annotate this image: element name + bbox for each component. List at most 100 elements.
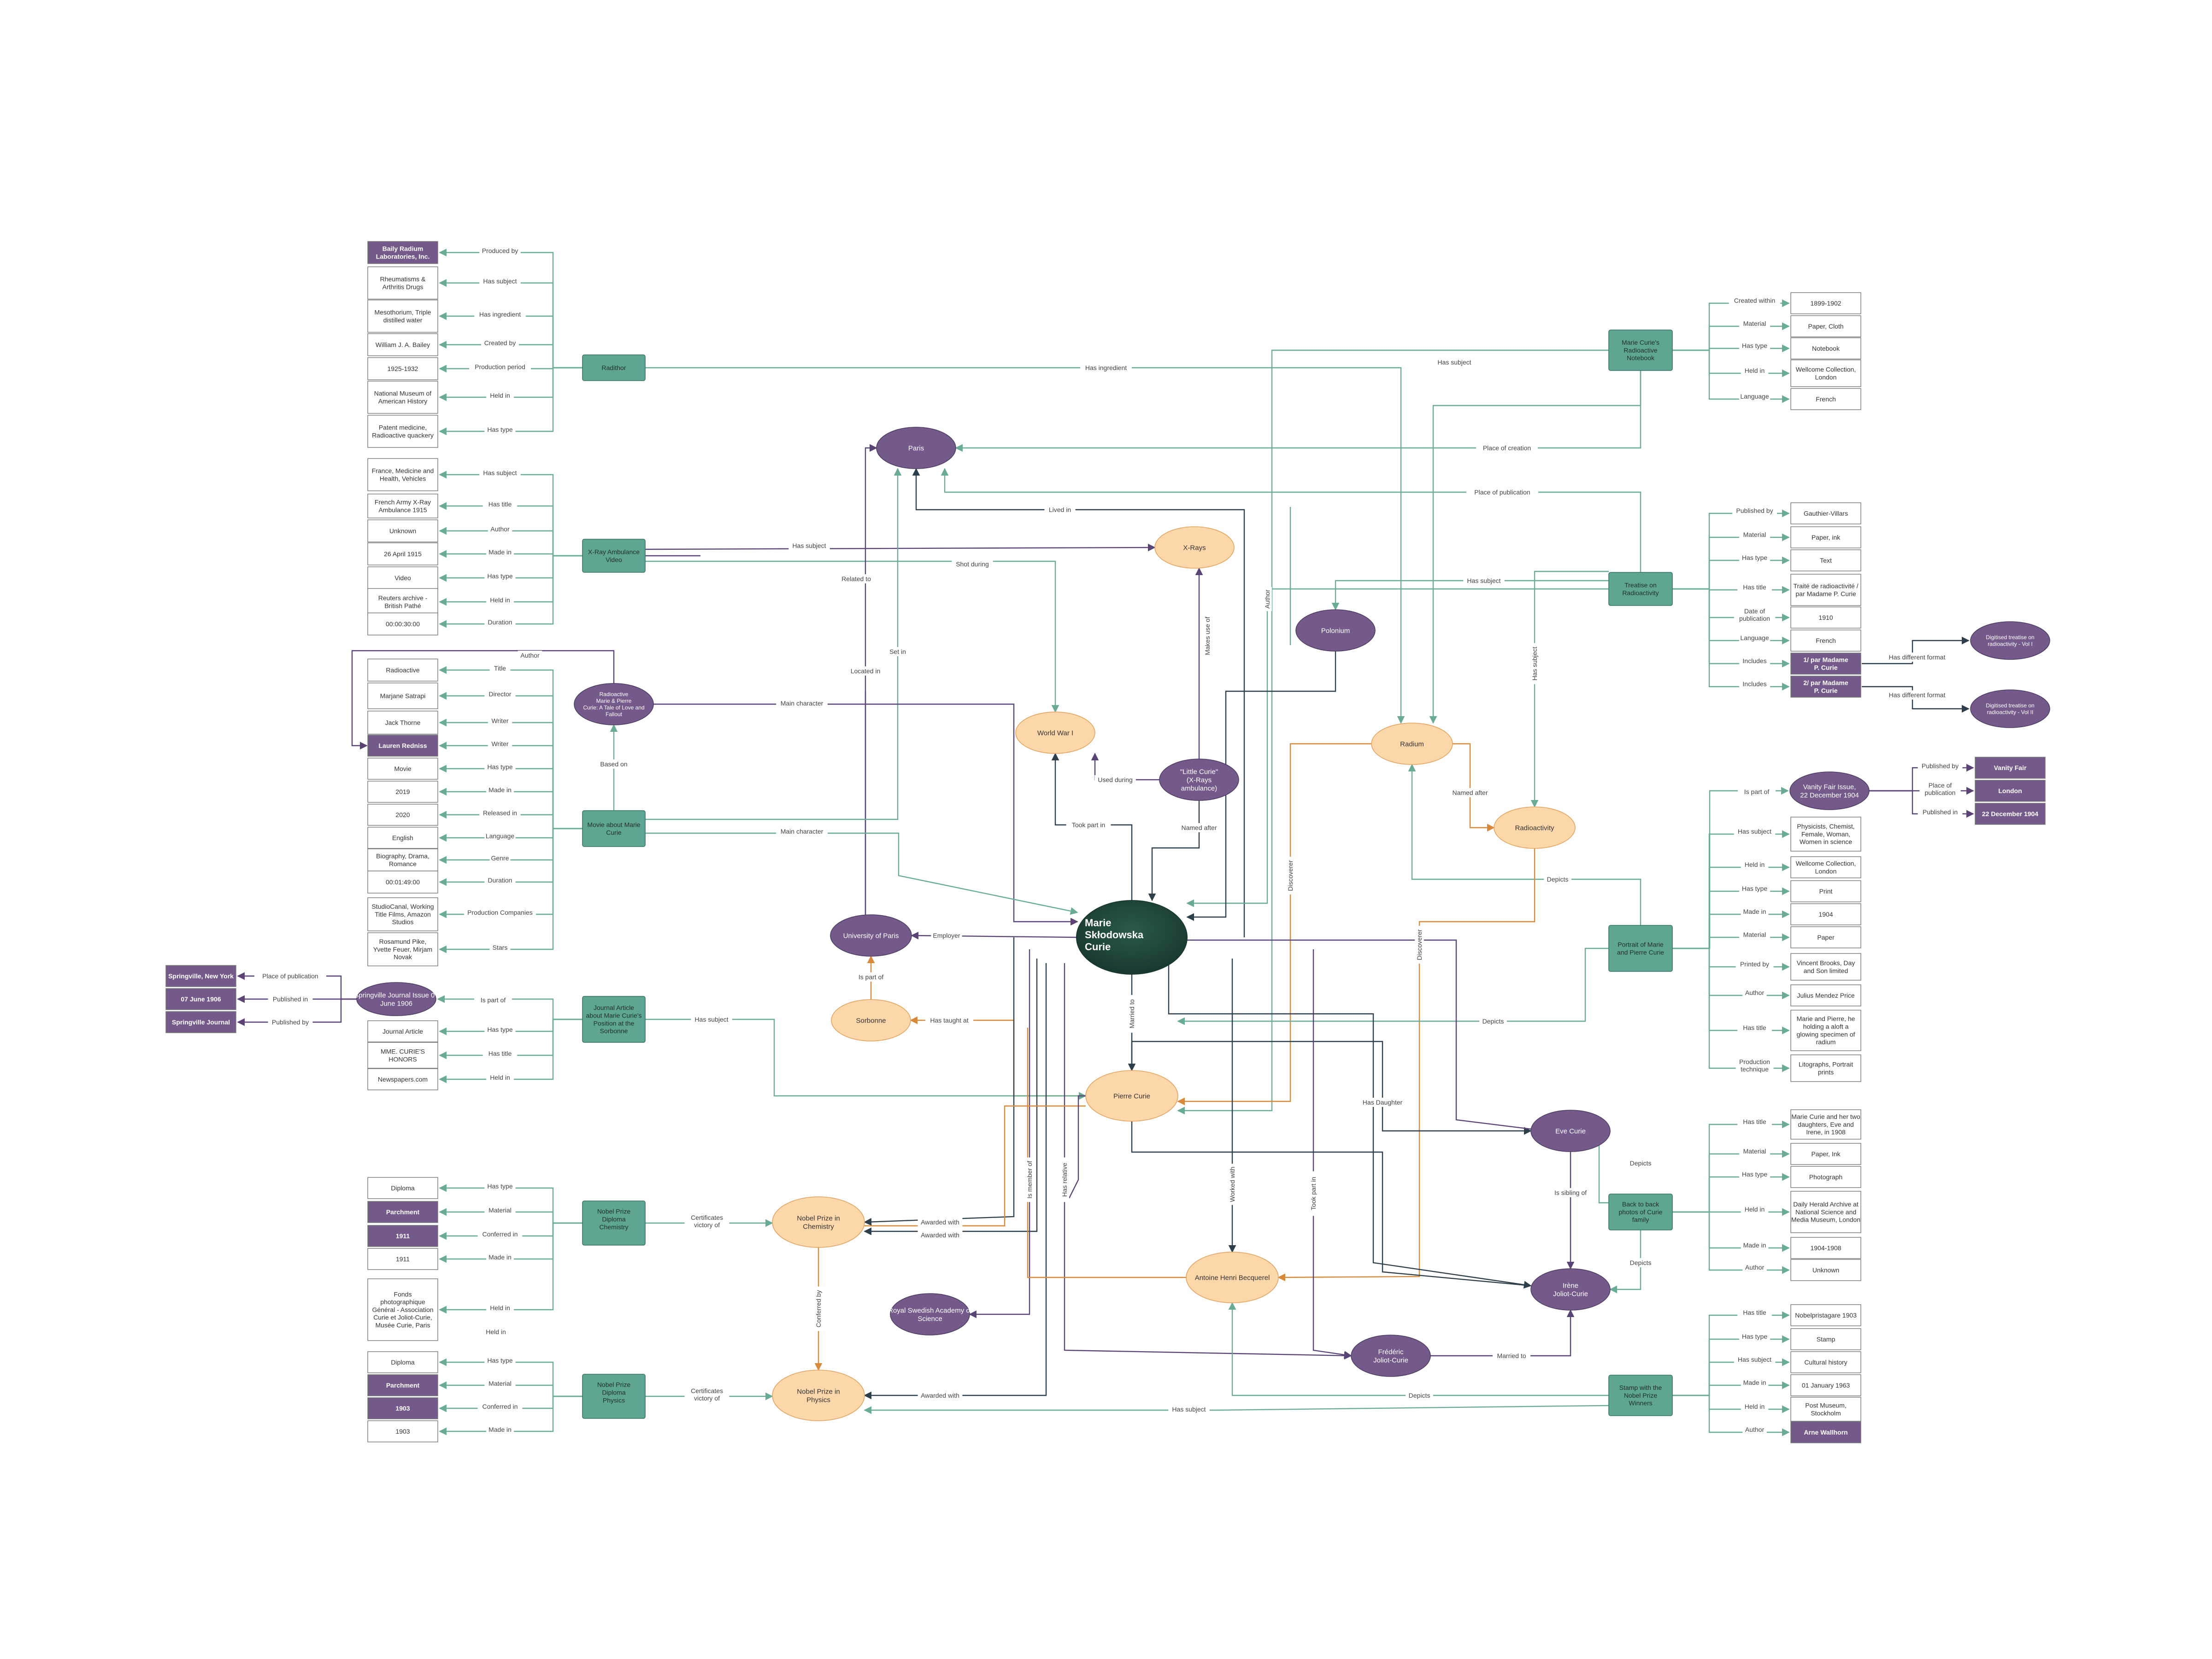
edge-label-e-ph-4: Held in (1741, 1205, 1769, 1214)
node-pierre[interactable]: Pierre Curie (1085, 1070, 1178, 1122)
attribute-box-ph-6: Unknown (1790, 1259, 1861, 1281)
edge-label-text: Awarded with (921, 1392, 959, 1399)
edge-label-e-tr-6: Language (1739, 633, 1771, 642)
edge-label-e-xv-3: Author (488, 524, 512, 534)
edge-label-e-rad-4: Created by (481, 338, 519, 347)
attribute-box-rect (367, 381, 438, 414)
node-eve[interactable]: Eve Curie (1530, 1110, 1611, 1152)
attribute-box-text: 1911 (396, 1232, 410, 1240)
edge-label-e-pt-6: Printed by (1735, 959, 1774, 969)
attribute-box-rect (1790, 984, 1861, 1006)
relationship-edge (645, 560, 1059, 713)
edge-label-text: Has subject (1437, 359, 1471, 366)
edge-label-text: Made in (488, 1426, 512, 1433)
node-becquerel[interactable]: Antoine Henri Becquerel (1186, 1252, 1279, 1303)
node-sorbonne[interactable]: Sorbonne (831, 999, 911, 1041)
attribute-edge (439, 555, 582, 628)
edge-label-text: Has title (1743, 583, 1766, 591)
attribute-box-rect (165, 988, 236, 1010)
node-shape (772, 1196, 865, 1248)
attribute-box-text: Print (1819, 888, 1833, 895)
edge-label-e-xv-5: Has type (484, 571, 516, 581)
attribute-box-text: Vanity Fair (1994, 764, 2027, 771)
edge-label-bg (1739, 392, 1771, 401)
node-vanity-issue[interactable]: Vanity Fair Issue,22 December 1904 (1789, 771, 1870, 810)
edge-label-e-main-char2: Main character (776, 827, 828, 836)
node-shape (582, 810, 646, 847)
edge-label-bg (1530, 643, 1539, 684)
edge-label-e-dc-5: Held in (486, 1303, 514, 1312)
relationship-edge (1408, 764, 1641, 925)
edge-label-e-dc-1: Has type (484, 1182, 516, 1191)
relationship-edge (1131, 1121, 1531, 1287)
attribute-box-rect (1790, 1191, 1861, 1233)
attribute-box-rect (1790, 676, 1861, 698)
node-paris[interactable]: Paris (876, 427, 956, 469)
edge-label-text: Has subject (1738, 1356, 1771, 1363)
edge-label-text: Held in (490, 392, 510, 399)
attribute-box-st-4: 01 January 1963 (1790, 1374, 1861, 1396)
node-radium[interactable]: Radium (1371, 723, 1453, 765)
edge-label-e-discoverer1: Discoverer (1286, 857, 1295, 894)
node-polonium[interactable]: Polonium (1295, 609, 1376, 652)
attribute-box-rect (1790, 1054, 1861, 1082)
relationship-edge (1312, 949, 1352, 1359)
edge-label-bg (488, 739, 512, 748)
attribute-box-text: Photograph (1809, 1173, 1842, 1181)
edge-label-e-tr-4: Has title (1737, 582, 1772, 592)
relationship-edge (1187, 939, 1531, 1130)
edge-label-bg (489, 943, 511, 952)
node-radioactivity[interactable]: Radioactivity (1494, 806, 1576, 849)
edge-label-e-married-to2: Married to (1493, 1351, 1530, 1360)
edge-label-e-jr-0: Is part of (474, 995, 512, 1005)
node-uparis[interactable]: University of Paris (830, 914, 912, 957)
node-shape (1351, 1335, 1431, 1377)
attribute-box-text: 1904-1908 (1811, 1244, 1841, 1252)
relationship-edge (912, 468, 1245, 937)
edge-label-bg (1741, 366, 1769, 375)
node-shape (574, 683, 654, 725)
attribute-box-rect (367, 357, 438, 380)
node-xrays[interactable]: X-Rays (1154, 526, 1235, 569)
edge-label-text: Has subject (1467, 577, 1500, 584)
node-label: Radioactivity (1515, 824, 1554, 832)
edge-label-bg (489, 664, 511, 673)
edge-label-bg (518, 651, 542, 660)
relationship-edge (1277, 848, 1535, 1282)
edge-label-bg (1739, 930, 1771, 939)
node-label: Radithor (602, 364, 626, 371)
node-ww1[interactable]: World War I (1015, 712, 1095, 754)
attribute-box-rad-2: Rheumatisms &Arthritis Drugs (367, 266, 438, 300)
attribute-box-mv-10: 00:01:49:00 (367, 871, 438, 894)
attribute-box-rad-4: William J. A. Bailey (367, 333, 438, 356)
node-radithor[interactable]: Radithor (582, 354, 646, 381)
edge-label-text: Depicts (1547, 876, 1569, 883)
